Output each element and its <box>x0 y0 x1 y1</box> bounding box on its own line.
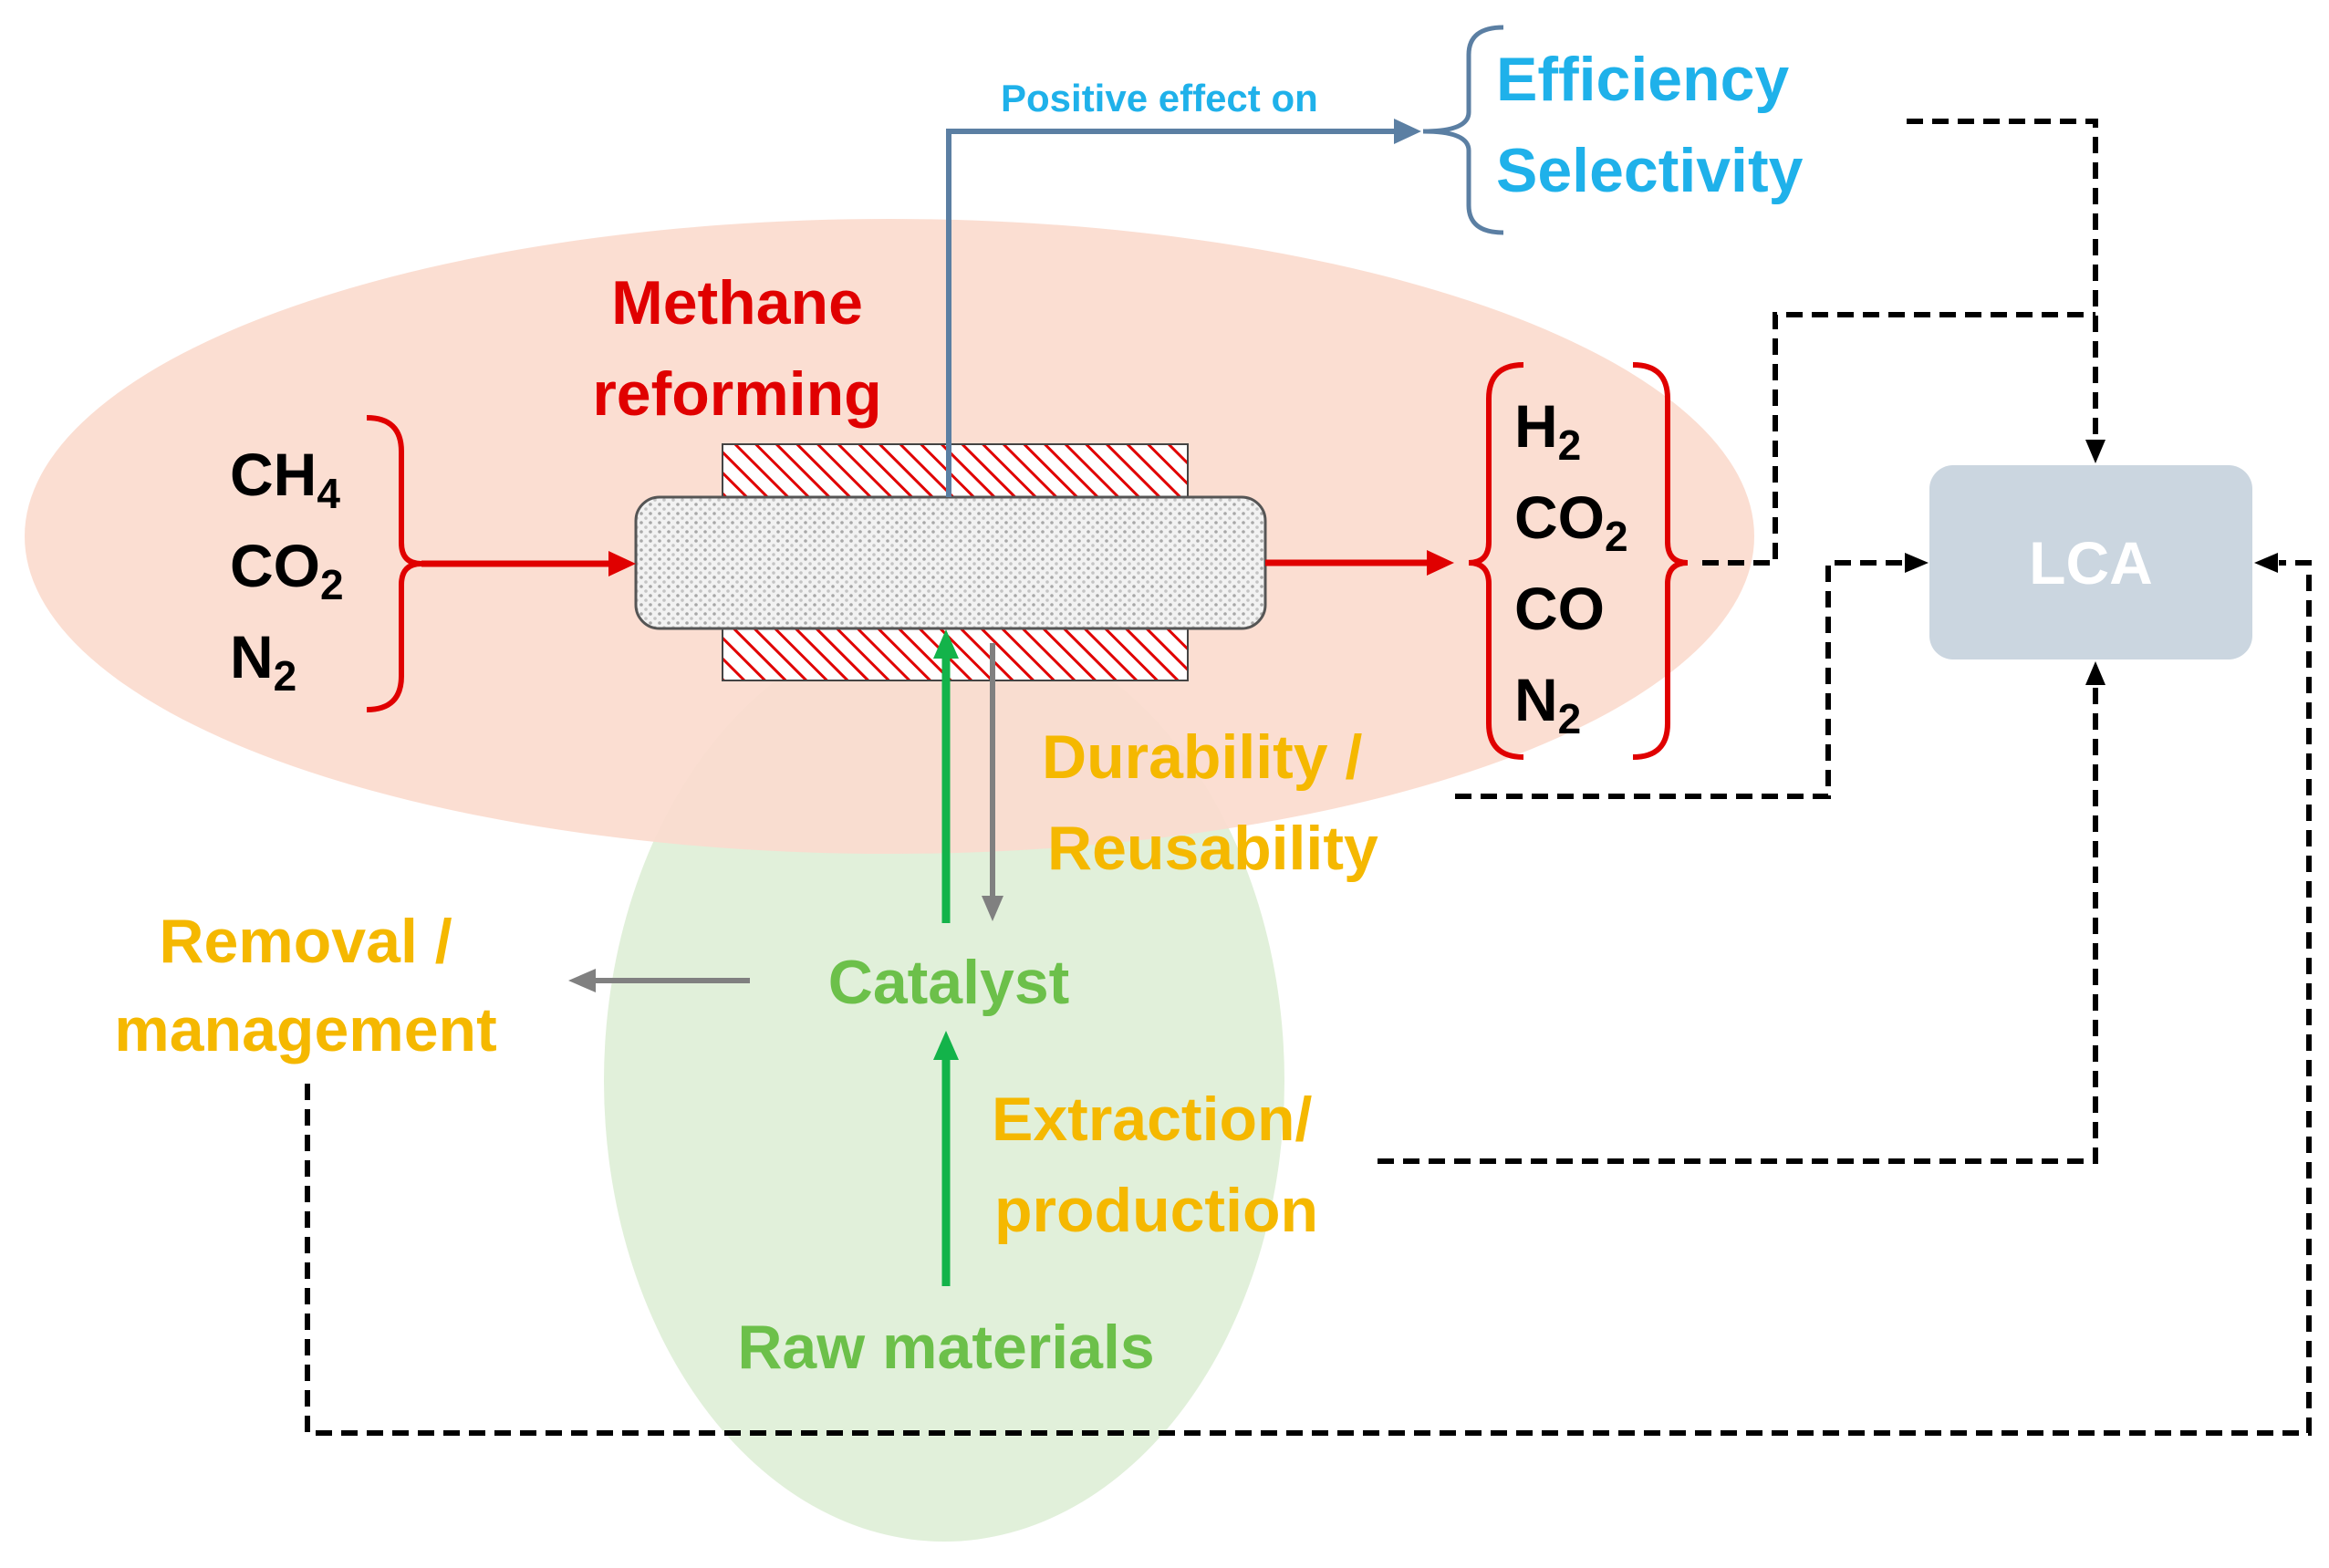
efficiency-to-lca-link <box>1907 119 2098 438</box>
output-bracket-right <box>1632 362 1689 760</box>
removal-arrow-head <box>568 969 596 992</box>
extraction-to-lca-link <box>1378 686 2098 1164</box>
durability-to-lca-link <box>1455 560 1905 799</box>
removal-label-line1: Removal / <box>159 907 452 976</box>
positive-effect-label: Positive effect on <box>1001 77 1318 119</box>
extraction-link-head <box>2085 661 2105 685</box>
products-to-lca-link <box>1702 312 2095 566</box>
durability-label-line2: Reusability <box>1047 814 1378 883</box>
process-title-line1: Methane <box>611 268 863 337</box>
removal-to-lca-link <box>305 560 2312 1436</box>
lca-box <box>1929 465 2252 659</box>
output-co: CO <box>1514 575 1605 642</box>
raw-materials-arrow-head <box>933 1031 959 1060</box>
efficiency-link-head <box>2085 440 2105 463</box>
durability-link-head <box>1905 553 1929 573</box>
removal-label-line2: management <box>114 995 496 1064</box>
catalyst-return-arrow-head <box>982 896 1003 921</box>
reactor-catalyst-bed <box>634 495 1267 630</box>
input-n2: N2 <box>230 623 296 700</box>
removal-link-head <box>2254 553 2278 573</box>
catalyst-supply-arrow-head <box>933 629 959 659</box>
input-ch4: CH4 <box>230 441 340 517</box>
effect-arrow <box>946 129 1396 497</box>
output-bracket-left <box>1468 362 1524 760</box>
durability-label-line1: Durability / <box>1042 722 1362 792</box>
input-co2: CO2 <box>230 532 344 608</box>
reactor <box>634 443 1267 681</box>
extraction-label-line1: Extraction/ <box>992 1085 1313 1154</box>
output-co2: CO2 <box>1514 483 1628 560</box>
output-n2: N2 <box>1514 666 1581 742</box>
process-title-line2: reforming <box>592 359 881 429</box>
selectivity-label: Selectivity <box>1496 136 1804 205</box>
effect-bracket <box>1422 25 1504 235</box>
catalyst-label: Catalyst <box>828 948 1070 1017</box>
raw-materials-label: Raw materials <box>737 1313 1154 1382</box>
output-h2: H2 <box>1514 392 1581 469</box>
efficiency-label: Efficiency <box>1496 45 1789 114</box>
product-arrow-head <box>1427 550 1454 576</box>
feed-arrow-head <box>608 551 636 576</box>
reactor-heater-top <box>722 443 1189 500</box>
effect-arrow-head <box>1394 119 1421 144</box>
lca-label: LCA <box>2029 529 2153 597</box>
extraction-label-line2: production <box>994 1176 1318 1245</box>
